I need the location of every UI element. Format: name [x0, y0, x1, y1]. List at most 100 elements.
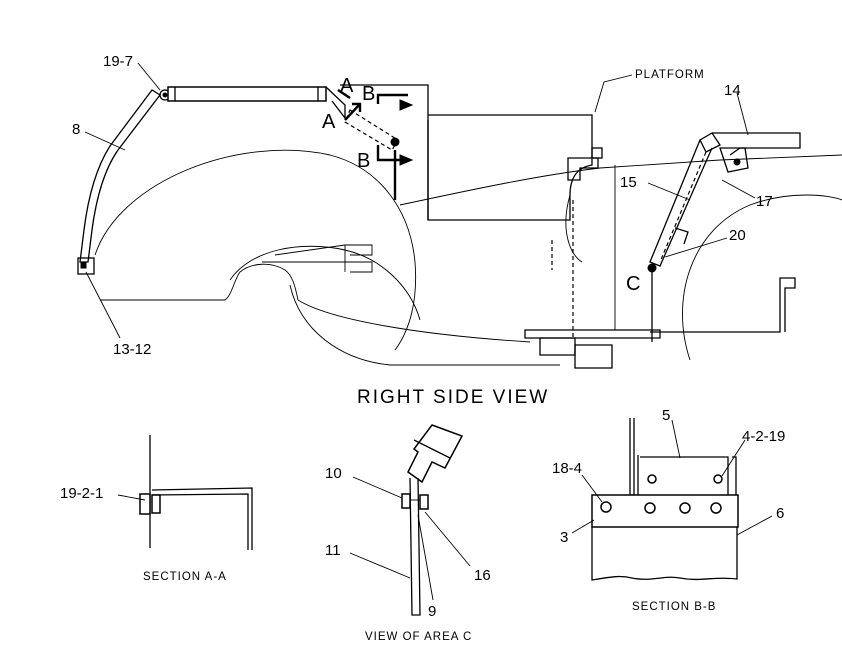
leader-14 [736, 92, 749, 136]
handle-arm [649, 139, 713, 267]
right-side-view: 19-7 8 13-12 PLATFORM 14 15 17 20 A A B … [72, 53, 842, 408]
crossbar [524, 329, 661, 339]
bb-bolt-upper-2 [713, 474, 723, 484]
callout-3: 3 [560, 529, 568, 546]
aa-angle-bracket [151, 487, 253, 550]
leader-platform [594, 74, 633, 113]
frame-bottom-line [100, 263, 299, 301]
callout-19-7: 19-7 [103, 53, 133, 70]
section-b-b: 5 4-2-19 18-4 3 6 SECTION B-B [552, 407, 785, 613]
callout-13-12: 13-12 [113, 341, 151, 358]
bb-bolt-2 [644, 502, 656, 514]
tube-elbow [325, 86, 346, 120]
platform-curve [565, 194, 583, 263]
section-b-mark-bottom [376, 145, 408, 162]
callout-20: 20 [729, 227, 746, 244]
platform-step [567, 157, 599, 181]
section-letter-a-bottom: A [322, 111, 336, 133]
leader-19-2-1 [117, 494, 146, 501]
callout-18-4: 18-4 [552, 460, 582, 477]
handle-bar [712, 132, 801, 156]
frame-rail [297, 299, 531, 343]
arm-top-bolt [162, 92, 168, 98]
leader-18-4 [581, 474, 603, 503]
tire-outline [229, 245, 421, 321]
bb-bolt-3 [679, 502, 691, 514]
foot-bolt [80, 262, 87, 269]
leader-8 [84, 131, 126, 151]
leader-5 [671, 419, 681, 459]
callout-8: 8 [72, 121, 80, 138]
platform-box [340, 84, 593, 221]
hitch-bracket [262, 244, 373, 273]
view-area-c: 10 11 16 9 VIEW OF AREA C [325, 424, 491, 643]
bracket-bolt [390, 137, 400, 147]
section-bb-title: SECTION B-B [632, 601, 716, 613]
bb-bolt-4 [710, 502, 722, 514]
upper-tube [167, 86, 327, 102]
leader-11 [349, 552, 411, 579]
tire-lower [289, 284, 560, 366]
leader-4-2-19 [721, 439, 746, 477]
leader-16 [424, 511, 471, 567]
callout-19-2-1: 19-2-1 [60, 485, 103, 502]
handle-clip [674, 227, 689, 245]
section-letter-a-top: A [340, 75, 354, 97]
section-a-arrow [344, 102, 362, 121]
c-handle-tube [407, 424, 464, 484]
crossbar-lower-block [574, 344, 613, 369]
section-letter-b-bottom: B [357, 150, 370, 172]
c-nut [419, 494, 429, 510]
leader-17 [721, 179, 756, 199]
callout-platform: PLATFORM [635, 69, 705, 81]
leader-9 [417, 514, 434, 601]
platform-clamp [591, 147, 603, 159]
area-c-title: VIEW OF AREA C [365, 631, 472, 643]
section-letter-b-top: B [362, 83, 375, 105]
leader-10 [352, 476, 403, 499]
crossbar-block [539, 337, 576, 356]
callout-16: 16 [474, 567, 491, 584]
section-b-arrow-bottom [399, 154, 414, 166]
handle-upper-pivot [699, 132, 721, 153]
bb-panel-6 [591, 527, 738, 581]
right-wheel-arc [682, 194, 842, 361]
angled-bracket [344, 109, 399, 151]
callout-4-2-19: 4-2-19 [742, 428, 785, 445]
callout-10: 10 [325, 465, 342, 482]
section-a-a: 19-2-1 SECTION A-A [60, 435, 253, 583]
section-b-mark-top [376, 93, 408, 104]
aa-nut [151, 494, 161, 514]
right-side-view-title: RIGHT SIDE VIEW [357, 387, 549, 408]
leader-3 [571, 519, 595, 534]
handle-dashed-rail [659, 151, 707, 263]
callout-14: 14 [724, 82, 741, 99]
callout-6: 6 [776, 505, 784, 522]
section-a-mark [337, 89, 351, 99]
c-rod [409, 477, 421, 616]
c-bolt-head [401, 493, 411, 509]
fender-outline [94, 149, 417, 351]
section-b-arrow-top [399, 99, 414, 111]
aa-bolt-head [139, 493, 151, 515]
leader-15 [647, 182, 691, 201]
bb-bracket-5 [637, 455, 729, 495]
brace-bolt [733, 158, 741, 166]
leader-6 [736, 515, 773, 536]
leader-19-7 [137, 62, 161, 91]
bb-bracket-edge [732, 456, 737, 495]
arm-foot-bracket [77, 257, 95, 275]
right-frame [650, 277, 796, 333]
rear-arm [79, 89, 161, 263]
handle-brace [719, 147, 749, 173]
bb-bolt-1 [600, 501, 612, 513]
c-tube-line [413, 439, 451, 459]
leader-13-12 [85, 271, 121, 339]
callout-17: 17 [756, 193, 773, 210]
area-letter-c: C [626, 273, 640, 295]
bb-upright [629, 418, 635, 496]
bb-bolt-upper-1 [647, 474, 657, 484]
leader-20 [664, 237, 728, 258]
callout-15: 15 [620, 174, 637, 191]
